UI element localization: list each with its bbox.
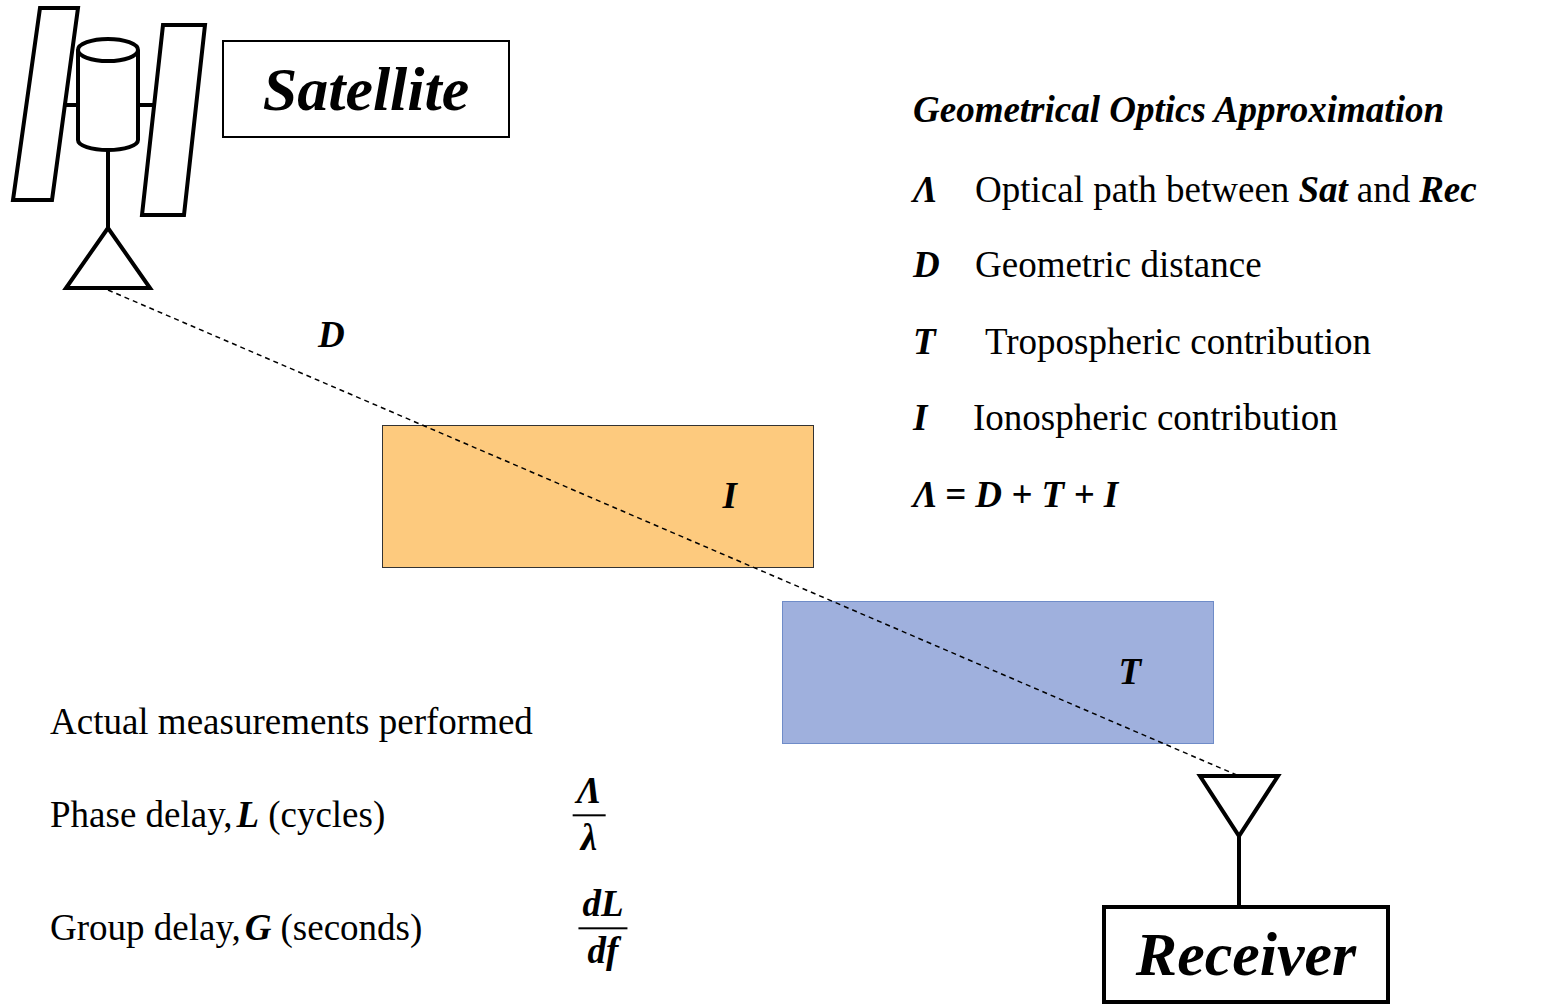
text-label: and	[1357, 168, 1410, 212]
text-label: Optical path between	[975, 168, 1289, 212]
node-text: Satellite	[263, 52, 470, 126]
fraction: Λλ	[573, 771, 606, 858]
text-row: Λ = D + T + I	[913, 473, 1118, 517]
text-label: (seconds)	[281, 906, 423, 950]
fraction-denominator: df	[588, 929, 619, 972]
symbol-label: T	[913, 320, 985, 364]
panel-arm	[60, 103, 158, 107]
text-row: TTropospheric contribution	[913, 320, 1371, 364]
text-row: Geometrical Optics Approximation	[913, 88, 1444, 132]
receiver-antenna	[1200, 776, 1278, 905]
text-row: Phase delay,L(cycles)	[50, 793, 385, 837]
satellite-body-top	[78, 39, 138, 61]
text-label: Tropospheric contribution	[985, 320, 1371, 364]
label-box: Satellite	[222, 40, 510, 138]
text-label: Actual measurements performed	[50, 700, 533, 744]
text-label: Ionospheric contribution	[973, 396, 1338, 440]
text-label: Geometric distance	[975, 243, 1262, 287]
symbol-label: Λ	[913, 168, 975, 212]
fraction-numerator: dL	[578, 884, 627, 929]
text-row: D	[318, 313, 345, 357]
fraction-numerator: Λ	[573, 771, 606, 816]
symbol-label: I	[913, 396, 973, 440]
solar-panel	[13, 8, 78, 200]
satellite-illustration	[13, 8, 205, 288]
text-row: IIonospheric contribution	[913, 396, 1338, 440]
satellite-body	[78, 50, 138, 150]
troposphere-layer: T	[782, 601, 1214, 744]
symbol-label: D	[913, 243, 975, 287]
text-row: Group delay,G(seconds)	[50, 906, 422, 950]
antenna-symbol	[1200, 776, 1278, 836]
node-text: T	[1118, 650, 1141, 694]
text-label: Phase delay,	[50, 793, 233, 837]
antenna-stem	[1237, 800, 1241, 905]
symbol-label: Sat	[1298, 168, 1347, 212]
text-row: DGeometric distance	[913, 243, 1262, 287]
text-row: ΛOptical path betweenSatandRec	[913, 168, 1477, 212]
label-box: Receiver	[1102, 905, 1390, 1004]
fraction-denominator: λ	[581, 816, 597, 859]
node-text: I	[723, 474, 737, 518]
satellite-stem	[106, 150, 110, 230]
text-row: Actual measurements performed	[50, 700, 533, 744]
ionosphere-layer: I	[382, 425, 814, 568]
symbol-label: D	[318, 313, 345, 357]
node-text: Receiver	[1136, 917, 1356, 991]
solar-panel	[142, 25, 205, 215]
symbol-label: Geometrical Optics Approximation	[913, 88, 1444, 132]
satellite-antenna	[66, 228, 150, 288]
text-label: (cycles)	[268, 793, 385, 837]
symbol-label: L	[237, 793, 260, 837]
symbol-label: Rec	[1419, 168, 1477, 212]
text-label: Group delay,	[50, 906, 241, 950]
symbol-label: G	[245, 906, 272, 950]
symbol-label: Λ = D + T + I	[913, 473, 1118, 517]
fraction: dLdf	[578, 884, 627, 971]
